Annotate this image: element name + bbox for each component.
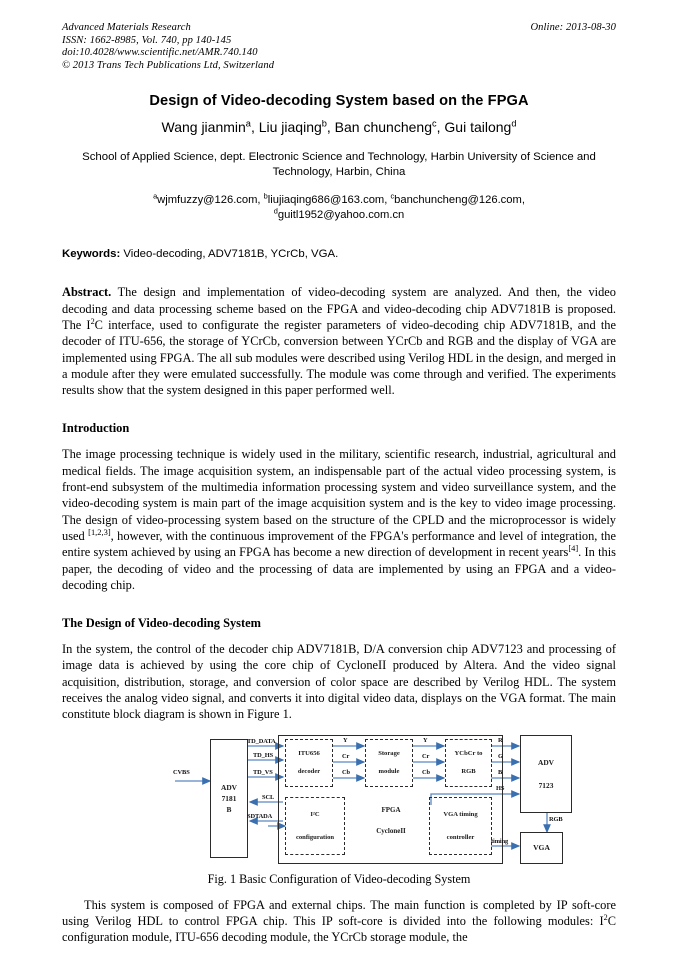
signal-label-cr1: Cr bbox=[342, 752, 350, 760]
block-ycbcr-line1: YCbCr to bbox=[454, 750, 483, 758]
block-adv7181b-line1: ADV bbox=[220, 782, 237, 792]
block-i2c-line2: configuration bbox=[295, 833, 335, 841]
fpga-container-box bbox=[278, 734, 503, 864]
figure-1-block-diagram: ADV 7181 B ITU656 decoder Storage module… bbox=[173, 733, 573, 866]
online-date: Online: 2013-08-30 bbox=[530, 22, 616, 33]
block-ycbcr-to-rgb: YCbCr to RGB bbox=[445, 738, 492, 787]
author-emails-line1: awjmfuzzy@126.com, bliujiaqing686@163.co… bbox=[153, 191, 525, 207]
closing-paragraph: This system is composed of FPGA and exte… bbox=[62, 897, 616, 945]
author-emails-line2: dguitl1952@yahoo.com.cn bbox=[273, 206, 405, 222]
block-vga-timing-line1: VGA timing bbox=[443, 810, 478, 818]
figure-connectors bbox=[175, 741, 551, 850]
block-vga-timing-line2: controller bbox=[446, 833, 475, 841]
journal-issn: ISSN: 1662-8985, Vol. 740, pp 140-145 bbox=[62, 34, 232, 46]
section-heading-design: The Design of Video-decoding System bbox=[62, 616, 261, 631]
signal-label-cvbs: CVBS bbox=[173, 768, 190, 776]
block-vga-timing-controller: VGA timing controller bbox=[429, 796, 492, 855]
figure-1-caption: Fig. 1 Basic Configuration of Video-deco… bbox=[207, 871, 471, 886]
author-emails: awjmfuzzy@126.com, bliujiaqing686@163.co… bbox=[62, 191, 616, 223]
signal-label-hs: HS bbox=[496, 784, 505, 792]
introduction-paragraph: The image processing technique is widely… bbox=[62, 447, 616, 592]
signal-label-g: G bbox=[498, 752, 503, 760]
author-list: Wang jianmina, Liu jiaqingb, Ban chunche… bbox=[161, 118, 517, 136]
block-storage-module: Storage module bbox=[365, 738, 413, 787]
signal-label-cb2: Cb bbox=[422, 768, 430, 776]
signal-label-y2: Y bbox=[423, 736, 428, 744]
figure-1-wrap: ADV 7181 B ITU656 decoder Storage module… bbox=[62, 733, 616, 866]
signal-label-td-data: TD_DATA bbox=[247, 737, 276, 745]
block-i2c-configuration: I²C configuration bbox=[285, 796, 345, 855]
block-itu656-line1: ITU656 bbox=[298, 750, 320, 758]
block-adv7123: ADV 7123 bbox=[520, 734, 572, 813]
block-itu656-line2: decoder bbox=[297, 768, 321, 776]
section-heading-introduction: Introduction bbox=[62, 421, 130, 436]
signal-label-timing: timing bbox=[491, 837, 509, 845]
block-storage-line2: module bbox=[378, 768, 400, 776]
block-vga: VGA bbox=[520, 831, 563, 864]
signal-label-td-hs: TD_HS bbox=[253, 751, 274, 759]
block-adv7123-line1: ADV bbox=[537, 757, 554, 767]
keywords: Keywords: Video-decoding, ADV7181B, YCrC… bbox=[62, 247, 616, 262]
block-ycbcr-line2: RGB bbox=[461, 768, 476, 776]
keywords-label: Keywords: bbox=[62, 248, 121, 261]
fpga-label: FPGA CycloneII bbox=[359, 806, 423, 835]
block-adv7181b-line2: 7181 bbox=[221, 793, 237, 803]
design-paragraph: In the system, the control of the decode… bbox=[62, 642, 616, 722]
block-itu656-decoder: ITU656 decoder bbox=[285, 738, 333, 787]
block-vga-label: VGA bbox=[533, 843, 550, 853]
signal-label-r: R bbox=[498, 736, 503, 744]
page-title: Design of Video-decoding System based on… bbox=[149, 93, 529, 110]
journal-header: Advanced Materials Research ISSN: 1662-8… bbox=[62, 22, 616, 72]
signal-label-y1: Y bbox=[343, 736, 348, 744]
abstract-label: Abstract. bbox=[62, 285, 112, 300]
signal-label-b: B bbox=[498, 768, 503, 776]
signal-label-rgb-out: RGB bbox=[549, 815, 563, 823]
fpga-label-line1: FPGA bbox=[381, 805, 401, 814]
keywords-value: Video-decoding, ADV7181B, YCrCb, VGA. bbox=[123, 248, 339, 261]
signal-label-td-vs: TD_VS bbox=[253, 768, 273, 776]
fpga-label-line2: CycloneII bbox=[376, 826, 406, 835]
abstract-text: The design and implementation of video-d… bbox=[62, 285, 616, 398]
block-storage-line1: Storage bbox=[378, 750, 400, 758]
affiliation: School of Applied Science, dept. Electro… bbox=[82, 151, 596, 179]
journal-copyright: © 2013 Trans Tech Publications Ltd, Swit… bbox=[62, 59, 275, 71]
signal-label-cb1: Cb bbox=[342, 768, 350, 776]
journal-name: Advanced Materials Research bbox=[62, 22, 191, 33]
page-content: Advanced Materials Research ISSN: 1662-8… bbox=[62, 22, 616, 946]
block-adv7181b-line3: B bbox=[226, 804, 232, 814]
block-i2c-line1: I²C bbox=[310, 810, 320, 818]
abstract: Abstract. The design and implementation … bbox=[62, 284, 616, 398]
journal-header-left: Advanced Materials Research ISSN: 1662-8… bbox=[62, 22, 462, 72]
journal-doi: doi:10.4028/www.scientific.net/AMR.740.1… bbox=[62, 47, 258, 59]
signal-label-cr2: Cr bbox=[422, 752, 430, 760]
block-adv7123-line2: 7123 bbox=[538, 780, 554, 790]
block-adv7181b: ADV 7181 B bbox=[210, 738, 248, 858]
signal-label-scl: SCL bbox=[262, 793, 275, 801]
signal-label-sdtada: SDTADA bbox=[247, 812, 273, 820]
